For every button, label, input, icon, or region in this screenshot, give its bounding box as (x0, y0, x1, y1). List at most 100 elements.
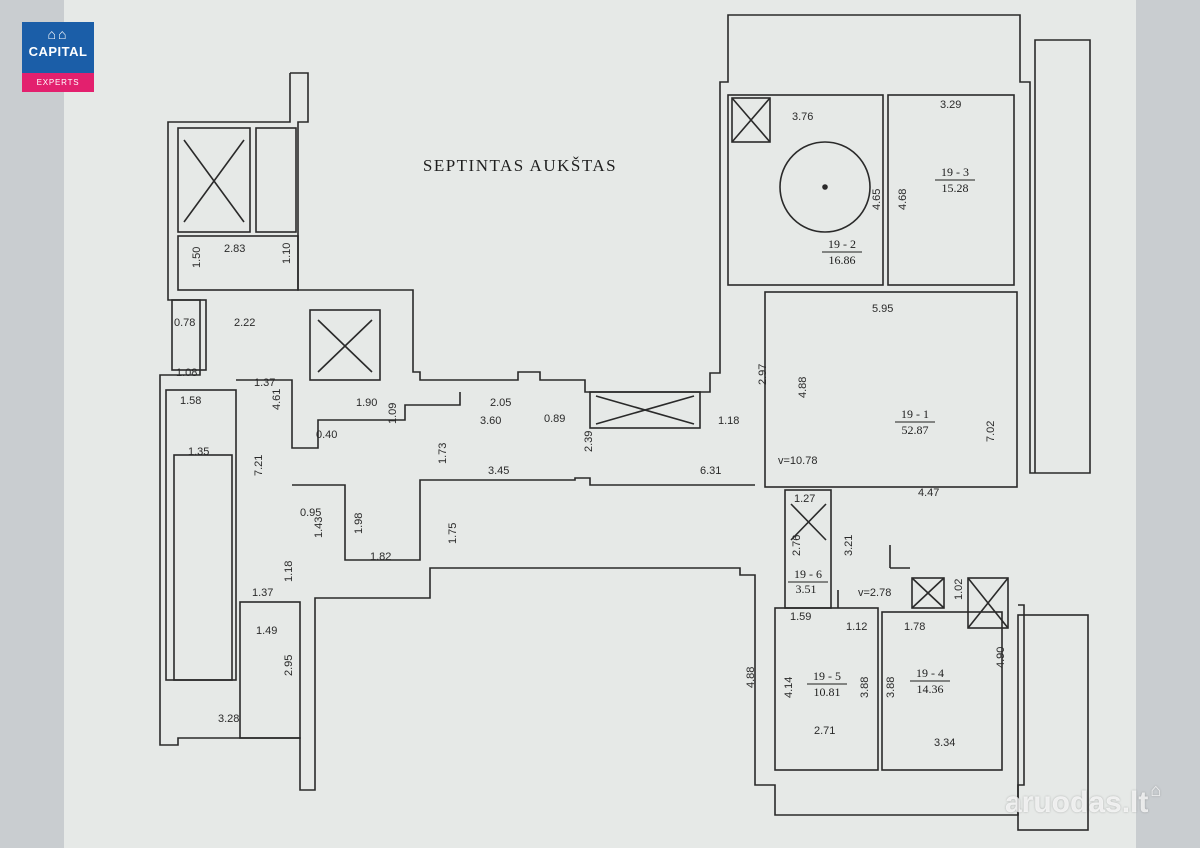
room-19-5-outline (774, 607, 879, 771)
dim-label: 6.31 (700, 465, 721, 477)
room-area: 15.28 (942, 181, 969, 195)
dim-label: v=2.78 (858, 587, 891, 599)
elevator-shaft-1 (177, 127, 251, 233)
dim-label: 1.35 (188, 446, 209, 458)
elevator-shaft-3 (309, 309, 381, 381)
dim-label: 3.88 (859, 677, 871, 698)
dim-label: 0.89 (544, 413, 565, 425)
dim-label: 3.88 (885, 677, 897, 698)
dim-label: 1.98 (353, 513, 365, 534)
house-roof-icon: ⌂⌂ (47, 26, 69, 42)
dim-label: 5.95 (872, 303, 893, 315)
room-id: 19 - 6 (794, 567, 822, 581)
dim-label: 1.78 (904, 621, 925, 633)
room-19-3-outline (887, 94, 1015, 286)
dim-label: v=10.78 (778, 455, 817, 467)
dim-label: 4.61 (271, 389, 283, 410)
dim-label: 2.39 (583, 431, 595, 452)
corridor-wall-bottom (292, 477, 755, 561)
vent-box (911, 577, 945, 609)
outer-wall-bottom (159, 73, 1025, 816)
room-19-4-outline (881, 611, 1003, 771)
dim-label: 4.47 (918, 487, 939, 499)
dim-label: 1.59 (790, 611, 811, 623)
dim-label: 3.21 (843, 535, 855, 556)
watermark-text: aruodas.lt (1005, 786, 1149, 819)
floor-title: SEPTINTAS AUKŠTAS (423, 156, 617, 175)
dim-label: 3.34 (934, 737, 955, 749)
dim-label: 2.83 (224, 243, 245, 255)
dim-label: 2.97 (757, 364, 769, 385)
dim-label: 4.14 (783, 677, 795, 698)
dim-label: 1.09 (387, 403, 399, 424)
lobby-room (177, 235, 299, 291)
room-id: 19 - 3 (941, 165, 969, 179)
dim-label: 3.28 (218, 713, 239, 725)
room-id: 19 - 1 (901, 407, 929, 421)
dim-label: 3.76 (792, 111, 813, 123)
small-room (171, 299, 207, 371)
dim-label: 2.95 (283, 655, 295, 676)
dim-label: 1.37 (252, 587, 273, 599)
dim-label: 1.10 (281, 243, 293, 264)
dimension-labels: 2.83 1.50 1.10 0.78 2.22 1.08 1.37 1.58 … (174, 99, 1007, 749)
dim-label: 1.18 (283, 561, 295, 582)
dim-label: 4.90 (995, 647, 1007, 668)
dim-label: 1.90 (356, 397, 377, 409)
room-19-2-outline (727, 94, 884, 286)
dim-label: 2.22 (234, 317, 255, 329)
dim-label: 1.12 (846, 621, 867, 633)
dim-label: 1.50 (191, 247, 203, 268)
walls (159, 14, 1091, 831)
room-labels: 19 - 1 52.87 19 - 2 16.86 19 - 3 15.28 1… (788, 165, 975, 699)
corridor-wall-top (236, 379, 461, 449)
dim-label: 4.68 (897, 189, 909, 210)
dim-label: 0.40 (316, 429, 337, 441)
capital-experts-logo: ⌂⌂ CAPITAL EXPERTS (22, 22, 94, 92)
vent-box-2 (967, 577, 1009, 629)
room-area: 10.81 (814, 685, 841, 699)
dim-label: 3.29 (940, 99, 961, 111)
dim-label: 1.82 (370, 551, 391, 563)
dim-label: 1.08 (176, 367, 197, 379)
dim-label: 0.95 (300, 507, 321, 519)
room-id: 19 - 2 (828, 237, 856, 251)
dim-label: 2.76 (791, 535, 803, 556)
dim-label: 4.65 (871, 189, 883, 210)
dim-label: 1.02 (953, 579, 965, 600)
jacuzzi-circle (779, 141, 871, 233)
dim-label: 2.71 (814, 725, 835, 737)
dim-label: 1.18 (718, 415, 739, 427)
room-id: 19 - 4 (916, 666, 944, 680)
dim-label: 1.43 (313, 517, 325, 538)
dim-label: 1.75 (447, 523, 459, 544)
logo-name: CAPITAL (28, 44, 88, 59)
dim-label: 7.02 (985, 421, 997, 442)
terrace-bottom (1017, 614, 1089, 831)
dim-label: 7.21 (253, 455, 265, 476)
dim-label: 1.73 (437, 443, 449, 464)
dim-label: 4.88 (745, 667, 757, 688)
dim-label: 2.05 (490, 397, 511, 409)
house-icon: ⌂ (1150, 780, 1162, 800)
room-area: 52.87 (902, 423, 929, 437)
dim-label: 1.49 (256, 625, 277, 637)
dim-label: 1.27 (794, 493, 815, 505)
stair-flight (173, 454, 233, 681)
aruodas-watermark: aruodas.lt⌂ (1005, 780, 1161, 820)
room-area: 16.86 (829, 253, 856, 267)
dim-label: 4.88 (797, 377, 809, 398)
dim-label: 3.45 (488, 465, 509, 477)
skylight (589, 391, 701, 429)
shower-box (731, 97, 771, 143)
room-area: 14.36 (917, 682, 944, 696)
room-id: 19 - 5 (813, 669, 841, 683)
dim-label: 0.78 (174, 317, 195, 329)
room-area: 3.51 (796, 582, 817, 596)
elevator-shaft-2 (255, 127, 297, 233)
dim-label: 1.58 (180, 395, 201, 407)
logo-tagline: EXPERTS (22, 73, 94, 92)
room-19-1-outline (764, 291, 1018, 488)
